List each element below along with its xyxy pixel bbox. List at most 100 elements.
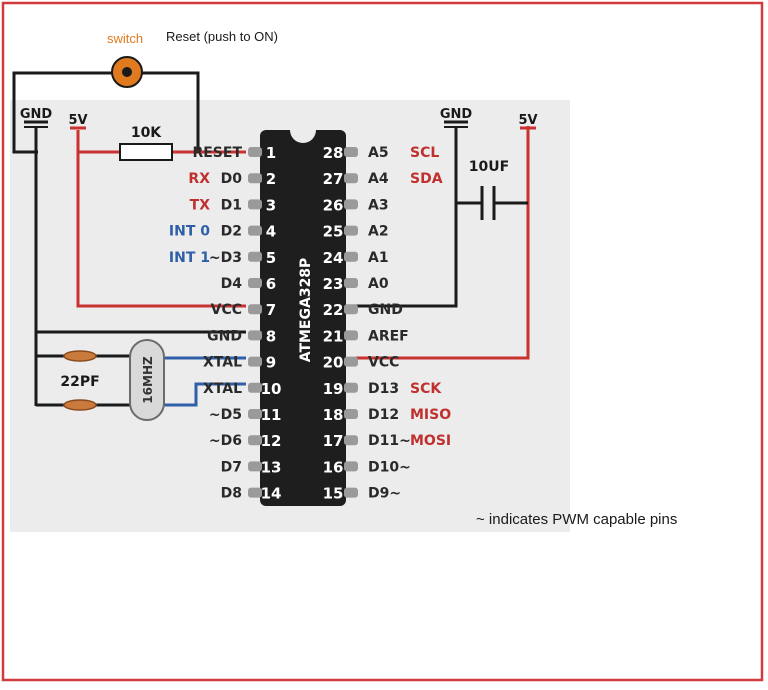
chip-body: [260, 130, 346, 506]
left-pin-label: D0: [221, 171, 243, 187]
right-pin-number: 27: [323, 170, 344, 188]
left-pin-13: [248, 461, 262, 472]
left-gnd-symbol: [24, 120, 48, 128]
left-pin-number: 5: [266, 249, 276, 267]
capacitor-10uf-icon: [480, 186, 496, 220]
left-pin-number: 12: [261, 432, 282, 450]
right-pin-22: [344, 304, 358, 315]
switch-wire-left: [12, 71, 112, 154]
right-pin-label: D12: [368, 407, 399, 423]
right-pin-28: [344, 147, 358, 157]
left-pin-3: [248, 199, 262, 210]
right-pin-number: 23: [323, 275, 344, 293]
right-pin-label: D11~: [368, 433, 411, 449]
right-pin-number: 21: [323, 327, 344, 345]
right-pin-label: A5: [368, 145, 389, 161]
left-pin-function: RX: [188, 171, 210, 187]
left-pin-1: [248, 147, 262, 157]
left-pin-number: 4: [266, 223, 276, 241]
left-pin-label: D8: [221, 486, 242, 502]
right-pin-19: [344, 382, 358, 393]
left-pin-function: INT 0: [169, 224, 210, 240]
switch-wire: [140, 71, 200, 152]
crystal-icon: [129, 339, 165, 421]
left-pin-label: D4: [221, 276, 243, 292]
right-pin-number: 22: [323, 301, 344, 319]
right-pin-15: [344, 487, 358, 498]
right-pin-20: [344, 356, 358, 367]
right-pin-function: SDA: [410, 171, 443, 187]
left-pin-7: [248, 304, 262, 315]
right-pin-26: [344, 199, 358, 210]
right-pin-number: 26: [323, 196, 344, 214]
right-pin-label: VCC: [368, 355, 399, 371]
gnd-right-wire: [356, 126, 458, 308]
right-pin-function: MOSI: [410, 433, 451, 449]
switch-label: switch: [107, 31, 143, 46]
right-pin-function: SCL: [410, 145, 439, 161]
left-pin-number: 8: [266, 327, 276, 345]
left-pin-label: XTAL: [203, 381, 242, 397]
right-pin-25: [344, 225, 358, 236]
left-pin-label: GND: [207, 328, 242, 344]
left-pin-number: 11: [261, 406, 282, 424]
left-pin-11: [248, 409, 262, 419]
left-pin-number: 10: [261, 380, 282, 398]
right-pin-number: 24: [323, 249, 344, 267]
right-pin-17: [344, 435, 358, 446]
chip-name: ATMEGA328P: [298, 258, 314, 363]
left-pin-function: TX: [190, 197, 211, 213]
right-pin-24: [344, 251, 358, 262]
capacitor-22pf-icon: [63, 350, 97, 411]
left-pin-number: 9: [266, 354, 276, 372]
left-pin-label: D2: [221, 224, 242, 240]
resistor-label: 10K: [131, 125, 162, 141]
left-pin-2: [248, 173, 262, 184]
left-pin-5: [248, 251, 262, 262]
right-pin-label: A1: [368, 250, 389, 266]
left-pin-label: D1: [221, 197, 242, 213]
right-pin-label: D13: [368, 381, 399, 397]
left-pin-function: INT 1: [169, 250, 210, 266]
right-pin-number: 19: [323, 380, 344, 398]
left-pin-6: [248, 278, 262, 288]
left-pin-label: XTAL: [203, 355, 242, 371]
left-pin-label: D7: [221, 459, 242, 475]
right-pin-18: [344, 409, 358, 419]
left-5v-label: 5V: [68, 113, 87, 128]
right-pin-label: D10~: [368, 459, 411, 475]
right-pin-label: D9~: [368, 486, 401, 502]
right-pin-number: 18: [323, 406, 344, 424]
right-gnd-symbol: [444, 120, 468, 128]
left-pin-label: ~D5: [209, 407, 242, 423]
crystal-label: 16MHZ: [141, 356, 155, 404]
left-pin-number: 14: [261, 485, 282, 503]
right-pin-23: [344, 278, 358, 288]
left-pin-label: RESET: [192, 145, 242, 161]
pwm-note: ~ indicates PWM capable pins: [476, 511, 677, 528]
right-pin-label: AREF: [368, 328, 409, 344]
right-pin-27: [344, 173, 358, 184]
left-gnd-label: GND: [20, 107, 53, 122]
right-gnd-label: GND: [440, 107, 473, 122]
left-pin-label: VCC: [211, 302, 242, 318]
right-5v-label: 5V: [518, 113, 537, 128]
right-pin-16: [344, 461, 358, 472]
right-pin-label: A2: [368, 224, 389, 240]
right-pin-21: [344, 330, 358, 341]
vcc-left-wire: [76, 130, 246, 308]
right-pin-function: MISO: [410, 407, 451, 423]
reset-note: Reset (push to ON): [166, 29, 278, 44]
right-pin-number: 15: [323, 485, 344, 503]
left-pin-number: 3: [266, 196, 276, 214]
right-pin-number: 17: [323, 432, 344, 450]
capacitor-22pf-label: 22PF: [60, 374, 99, 390]
left-pin-label: ~D6: [209, 433, 242, 449]
left-pin-9: [248, 356, 262, 367]
left-pin-14: [248, 487, 262, 498]
left-pin-number: 2: [266, 170, 276, 188]
capacitor-10uf-label: 10UF: [469, 159, 509, 175]
